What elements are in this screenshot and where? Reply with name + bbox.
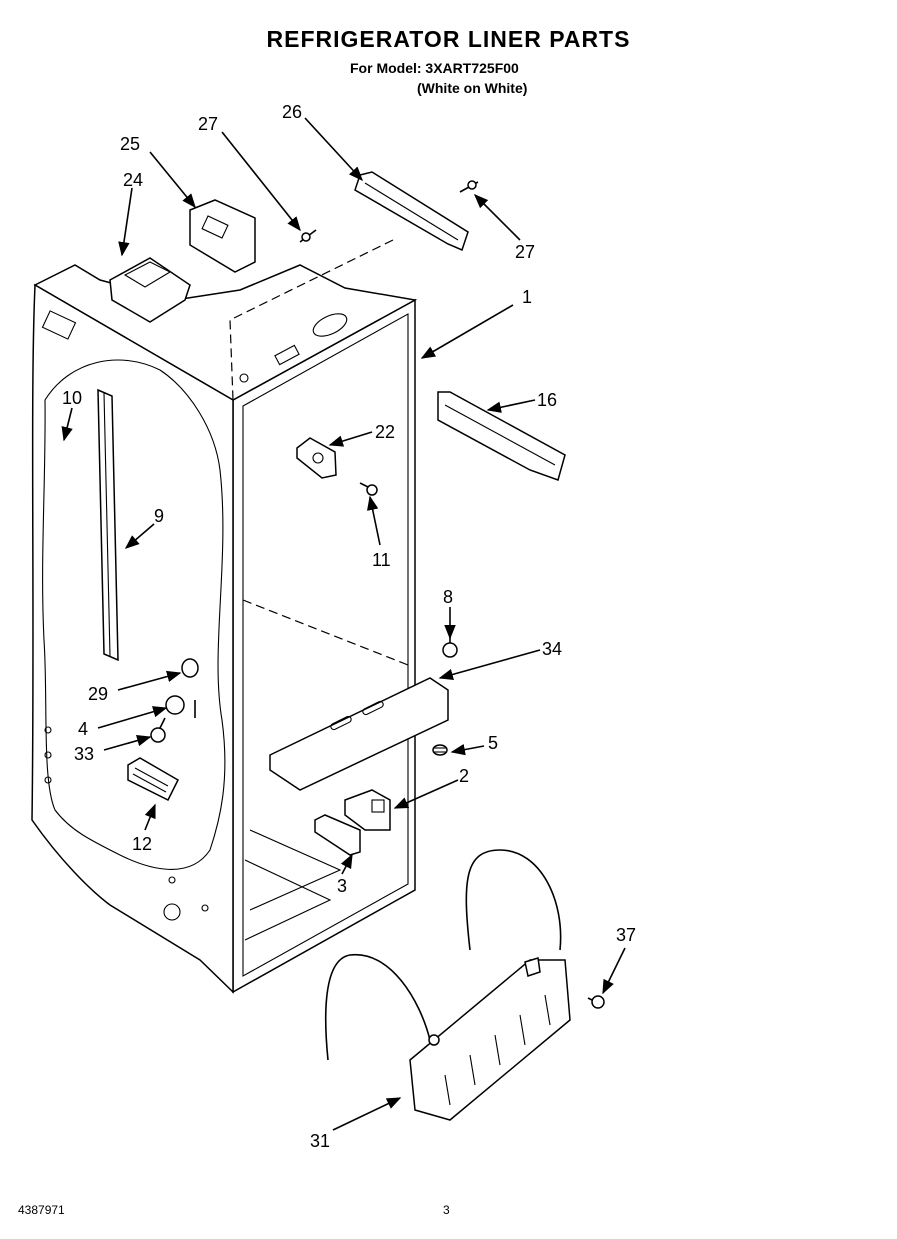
callout-11: 11 [372, 550, 391, 570]
leader-lines [61, 117, 626, 1131]
page-title: REFRIGERATOR LINER PARTS [266, 26, 631, 52]
callout-37: 37 [616, 925, 636, 945]
callout-2: 2 [459, 766, 469, 786]
callout-10: 10 [62, 388, 82, 408]
part-11-screw [359, 482, 378, 496]
callout-12: 12 [132, 834, 152, 854]
part-2-bracket [344, 789, 391, 831]
callout-25: 25 [120, 134, 140, 154]
top-hole-small [239, 373, 249, 383]
callout-31: 31 [310, 1131, 330, 1151]
callout-26: 26 [282, 102, 302, 122]
liner-cabinet [31, 239, 418, 994]
part-34-cover [269, 677, 449, 791]
part-33-bulb [150, 717, 166, 743]
part-8-clip [442, 636, 458, 658]
top-slot [274, 344, 300, 366]
part-4-socket [165, 695, 196, 718]
part-9-rail [97, 388, 119, 662]
top-hole [312, 313, 348, 337]
callout-4: 4 [78, 719, 88, 739]
callout-27-top: 27 [198, 114, 218, 134]
part-12-grille [127, 757, 179, 802]
callout-3: 3 [337, 876, 347, 896]
hidden-edge-2 [229, 239, 394, 401]
part-3-bracket [314, 814, 361, 856]
part-27-screw-b [459, 180, 479, 193]
part-37-screw [587, 995, 605, 1009]
callout-34: 34 [542, 639, 562, 659]
callout-33: 33 [74, 744, 94, 764]
hidden-edge-1 [242, 599, 409, 666]
page-number: 3 [443, 1203, 450, 1217]
part-31-heater [324, 849, 571, 1121]
part-25-bracket [189, 199, 256, 273]
doc-number: 4387971 [18, 1203, 65, 1217]
part-22-bracket [296, 437, 337, 479]
heater-wire-left [324, 954, 431, 1061]
part-26-channel [354, 171, 469, 252]
part-27-screw-a [299, 229, 317, 243]
part-29-clip [181, 658, 199, 678]
callout-27-right: 27 [515, 242, 535, 262]
callout-29: 29 [88, 684, 108, 704]
part-24-housing [109, 257, 191, 323]
color-line: (White on White) [417, 80, 528, 96]
part-5-nut [432, 744, 448, 756]
part-16-panel [437, 391, 566, 481]
callout-24: 24 [123, 170, 143, 190]
model-line: For Model: 3XART725F00 [350, 60, 519, 76]
callout-5: 5 [488, 733, 498, 753]
callout-labels: 25 27 26 24 27 1 10 16 22 9 11 8 34 29 4… [62, 102, 636, 1151]
heater-wire-right [465, 849, 562, 951]
callout-9: 9 [154, 506, 164, 526]
left-square [41, 310, 77, 340]
callout-16: 16 [537, 390, 557, 410]
callout-1: 1 [522, 287, 532, 307]
callout-22: 22 [375, 422, 395, 442]
callout-8: 8 [443, 587, 453, 607]
